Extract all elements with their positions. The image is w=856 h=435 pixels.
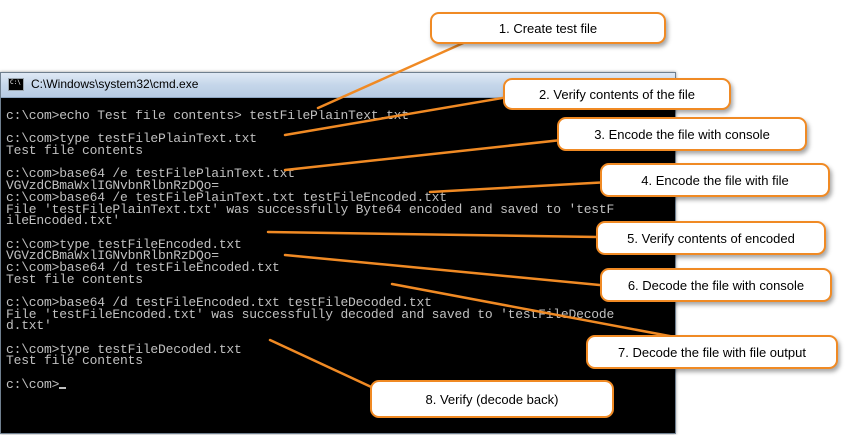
- callout-encode-console: 3. Encode the file with console: [557, 117, 807, 151]
- console-line: Test file contents: [6, 143, 143, 159]
- window-title: C:\Windows\system32\cmd.exe: [31, 77, 199, 91]
- console-line: VGVzdCBmaWxlIGNvbnRlbnRzDQo=: [6, 248, 219, 264]
- console-prompt: c:\com>: [6, 376, 60, 392]
- callout-verify-decode-back: 8. Verify (decode back): [370, 380, 614, 418]
- console-line: File 'testFilePlainText.txt' was success…: [6, 201, 615, 217]
- console-line: ileEncoded.txt': [6, 213, 121, 229]
- console-line: c:\com>base64 /e testFilePlainText.txt: [6, 166, 295, 182]
- console-line: d.txt': [6, 318, 52, 334]
- callout-decode-console: 6. Decode the file with console: [600, 268, 832, 302]
- console-output[interactable]: c:\com>echo Test file contents> testFile…: [6, 110, 656, 430]
- console-prompt-line: c:\com>: [6, 376, 656, 392]
- callout-decode-file-output: 7. Decode the file with file output: [586, 335, 838, 369]
- console-line: Test file contents: [6, 271, 143, 287]
- callout-verify-encoded: 5. Verify contents of encoded: [596, 221, 826, 255]
- callout-verify-contents: 2. Verify contents of the file: [503, 78, 731, 110]
- console-line: c:\com>type testFileDecoded.txt: [6, 341, 242, 357]
- cmd-icon: C:\: [8, 78, 24, 91]
- callout-encode-file: 4. Encode the file with file: [600, 163, 830, 197]
- callout-create-test-file: 1. Create test file: [430, 12, 666, 44]
- console-line: c:\com>type testFileEncoded.txt: [6, 236, 242, 252]
- console-line: c:\com>base64 /d testFileEncoded.txt: [6, 259, 280, 275]
- console-line: VGVzdCBmaWxlIGNvbnRlbnRzDQo=: [6, 178, 219, 194]
- console-line: [6, 367, 656, 379]
- console-line: Test file contents: [6, 353, 143, 369]
- console-line: c:\com>base64 /e testFilePlainText.txt t…: [6, 189, 447, 205]
- cmd-icon-glyph: C:\: [10, 79, 21, 86]
- console-cursor: [59, 386, 67, 389]
- console-line: c:\com>type testFilePlainText.txt: [6, 131, 257, 147]
- console-line: File 'testFileEncoded.txt' was successfu…: [6, 306, 615, 322]
